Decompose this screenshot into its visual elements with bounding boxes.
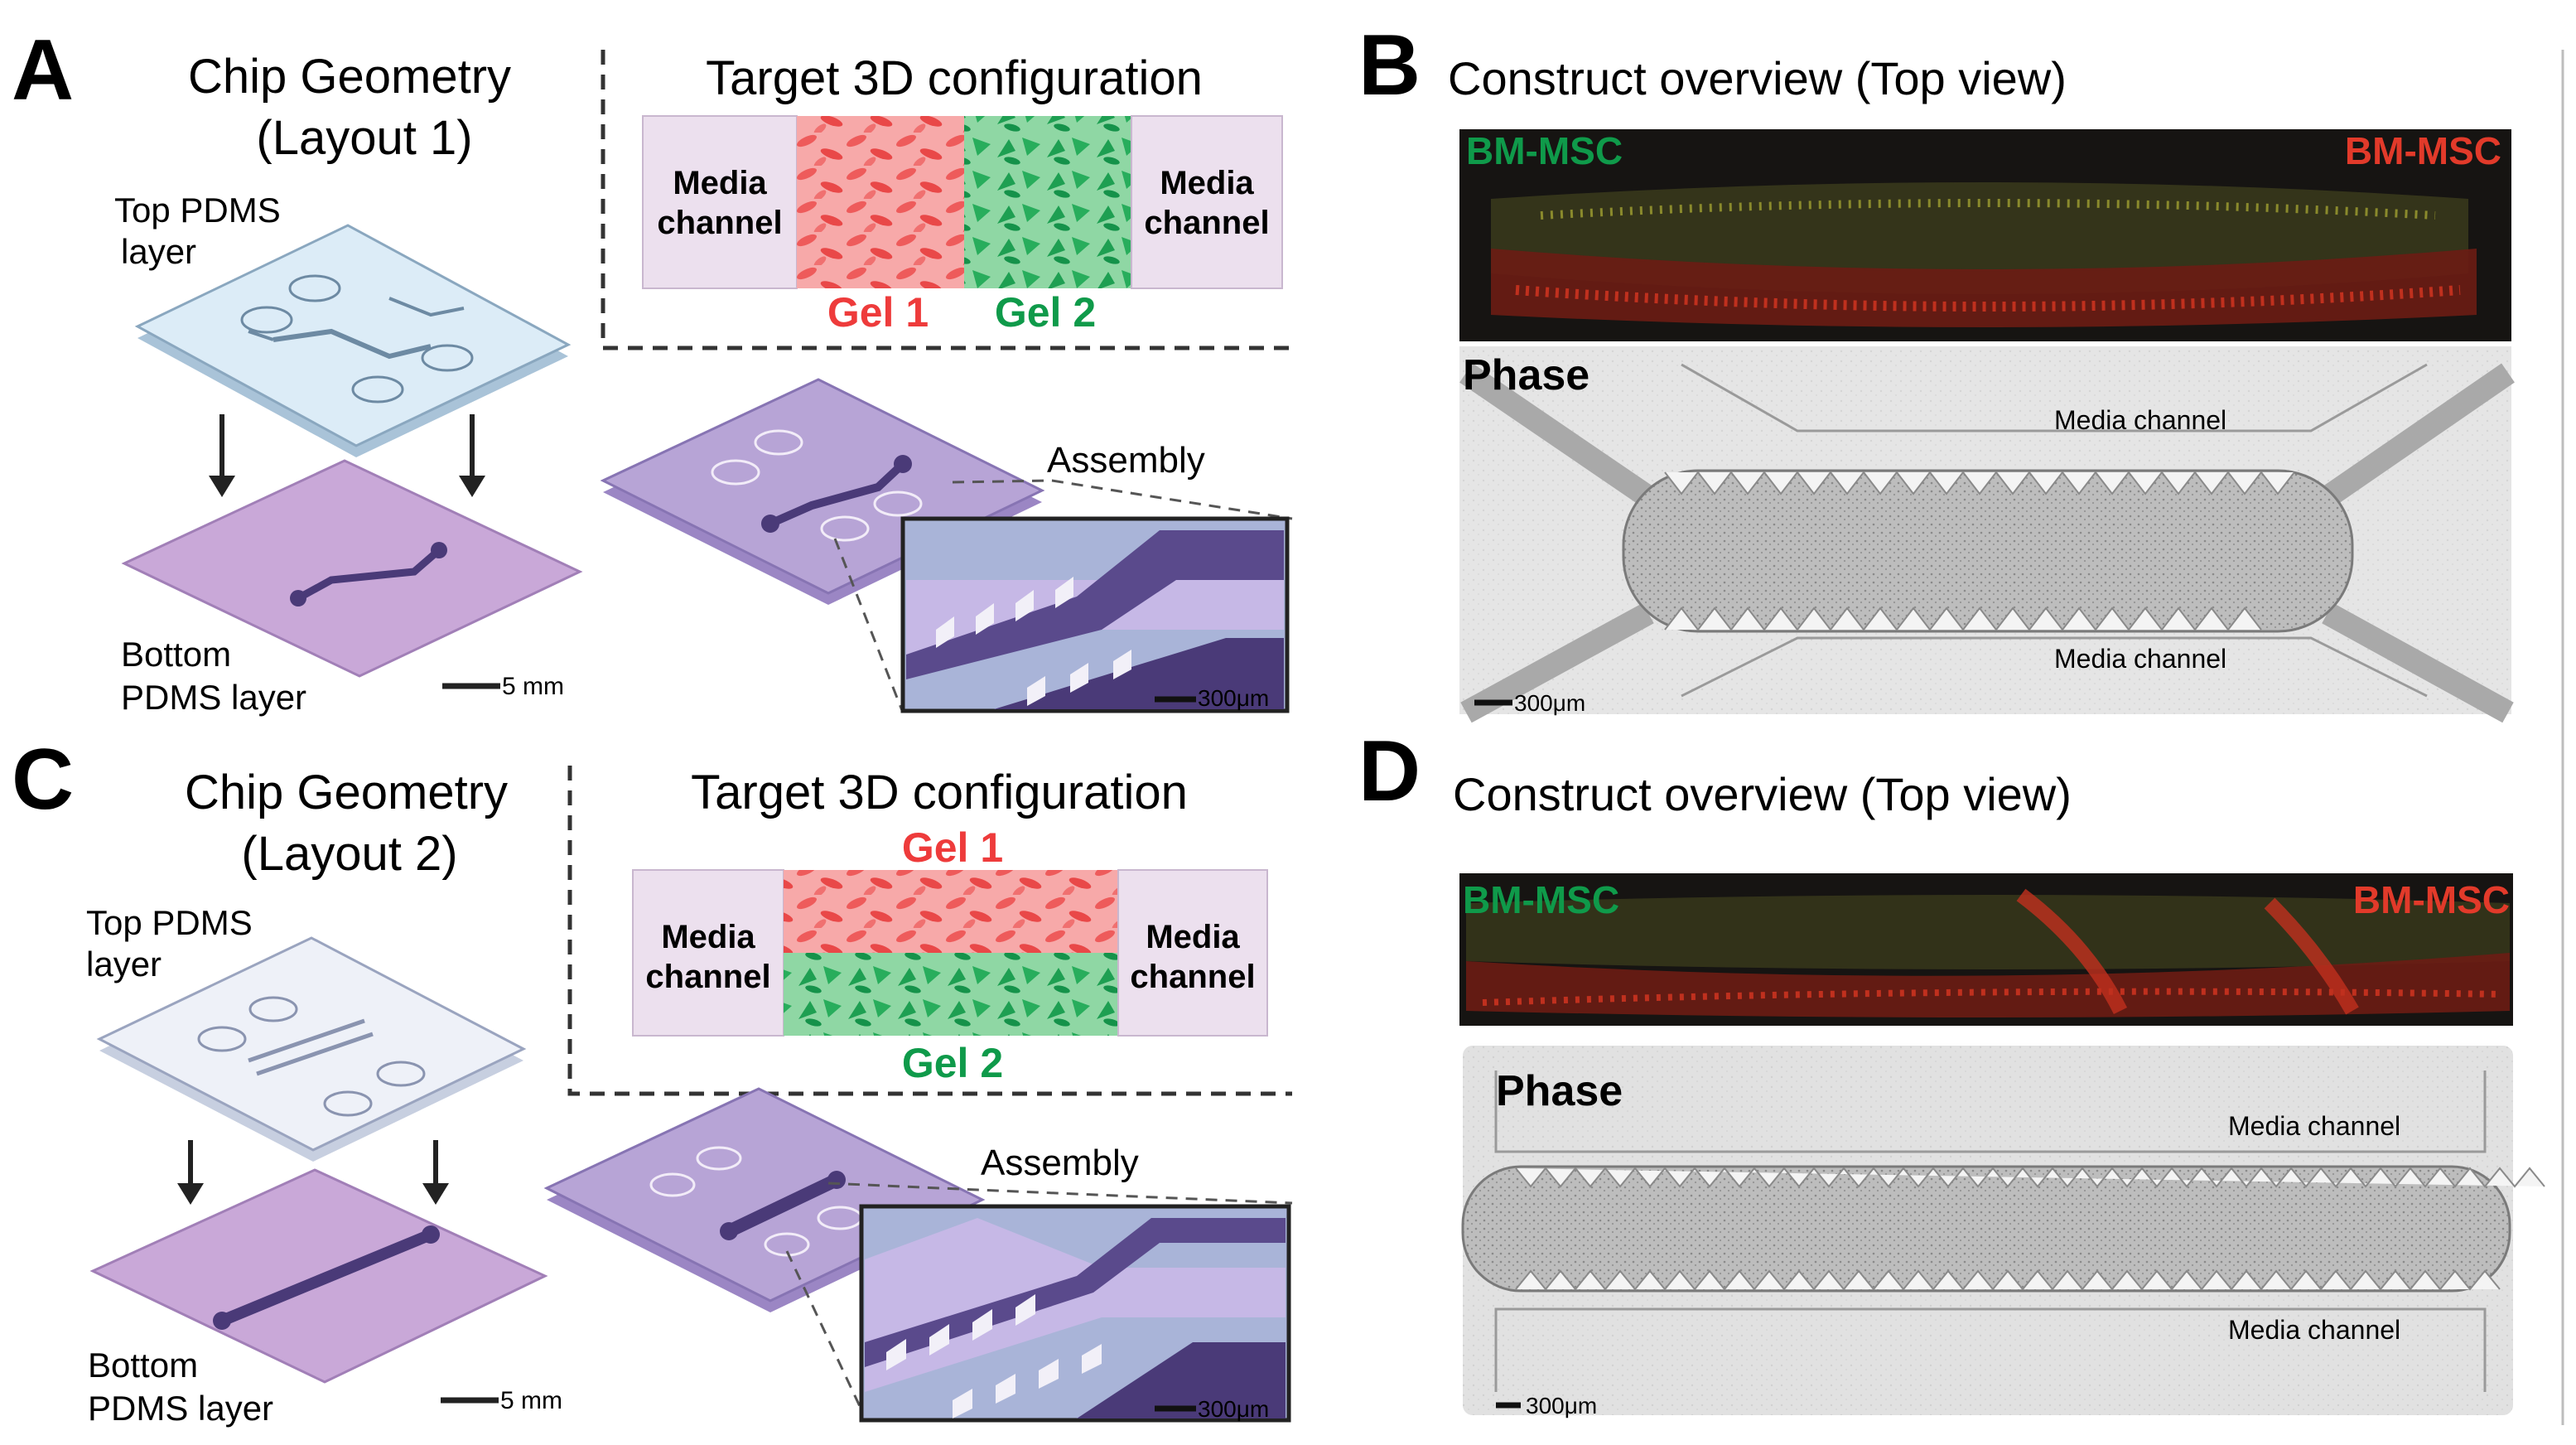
panel-a-bottom-pdms-layer [121, 459, 583, 678]
panel-d-title: Construct overview (Top view) [1453, 768, 2072, 820]
panel-c-title-line2: (Layout 2) [241, 827, 457, 881]
panel-b-phase-image [1459, 346, 2515, 723]
panel-a-media-right [1131, 115, 1283, 289]
panel-c-media-left [632, 869, 784, 1037]
panel-d-media-top: Media channel [2228, 1111, 2400, 1141]
panel-c-assembly-label: Assembly [981, 1143, 1139, 1183]
panel-d: D Construct overview (Top view) BM-MSC B… [1358, 723, 2545, 1418]
panel-c-dashed-border [567, 766, 1292, 1096]
panel-c-zoom-lines [785, 1182, 1293, 1418]
panel-d-label-green: BM-MSC [1463, 878, 1619, 921]
panel-c-zoom-inset [859, 1204, 1291, 1423]
panel-a-zoom-inset [900, 516, 1290, 713]
panel-d-media-bottom: Media channel [2228, 1315, 2400, 1345]
panel-c-letter: C [12, 732, 74, 828]
panel-a-assembly-label: Assembly [1047, 440, 1205, 481]
panel-a-title-line2: (Layout 1) [256, 111, 472, 165]
panel-b-scale-um-label: 300μm [1514, 690, 1585, 716]
panel-b-media-top: Media channel [2054, 405, 2226, 435]
panel-a-top-pdms-layer [134, 224, 572, 457]
panel-a: A Chip Geometry (Layout 1) Target 3D con… [12, 22, 1293, 717]
panel-a-gel1-region [797, 116, 964, 288]
panel-d-scale-um-label: 300μm [1526, 1393, 1597, 1418]
panel-d-letter: D [1358, 723, 1421, 819]
panel-a-gel2-region [964, 116, 1131, 288]
panel-a-media-right-line1: Media [1160, 165, 1254, 201]
panel-b-fluorescence-image [1459, 129, 2511, 341]
panel-a-gel1-label: Gel 1 [827, 289, 929, 336]
panel-a-letter: A [12, 22, 74, 118]
panel-a-zoom-lines [833, 479, 1293, 713]
panel-c: C Chip Geometry (Layout 2) Target 3D con… [12, 732, 1293, 1428]
panel-a-config-title: Target 3D configuration [706, 51, 1203, 105]
panel-d-phase-label: Phase [1496, 1067, 1623, 1115]
panel-b-letter: B [1358, 17, 1421, 114]
panel-a-bottom-layer-line1: Bottom [121, 635, 231, 674]
panel-a-bottom-layer-line2: PDMS layer [121, 678, 306, 717]
panel-c-gel1-region [784, 870, 1118, 953]
panel-a-top-layer-line1: Top PDMS [114, 191, 281, 230]
panel-d-label-red: BM-MSC [2353, 878, 2510, 921]
panel-a-dashed-border [601, 50, 1292, 350]
panel-c-gel2-region [784, 953, 1118, 1036]
panel-c-top-layer-line1: Top PDMS [86, 903, 253, 942]
panel-b-label-green: BM-MSC [1466, 129, 1623, 172]
panel-a-top-layer-line2: layer [121, 232, 196, 271]
panel-a-media-left-line2: channel [657, 205, 782, 241]
panel-c-media-right [1117, 869, 1268, 1037]
panel-c-media-right-line1: Media [1146, 919, 1240, 955]
panel-a-scale-um-label: 300μm [1198, 685, 1269, 711]
panel-c-config-title: Target 3D configuration [691, 766, 1188, 819]
panel-c-media-left-line1: Media [661, 919, 755, 955]
panel-b-media-bottom: Media channel [2054, 644, 2226, 674]
panel-c-gel1-label: Gel 1 [902, 824, 1003, 871]
panel-c-title-line1: Chip Geometry [185, 766, 508, 819]
panel-c-top-layer-line2: layer [86, 945, 162, 983]
panel-a-media-left [642, 115, 798, 289]
panel-c-bottom-layer-line1: Bottom [88, 1346, 198, 1385]
panel-d-fluorescence-image [1459, 873, 2513, 1026]
panel-a-scale-mm-label: 5 mm [502, 673, 564, 700]
panel-c-media-left-line2: channel [645, 959, 770, 995]
panel-a-media-left-line1: Media [673, 165, 767, 201]
panel-c-scale-mm-label: 5 mm [500, 1387, 562, 1414]
panel-d-phase-image [1461, 1046, 2545, 1415]
panel-a-gel2-label: Gel 2 [995, 289, 1096, 336]
panel-c-down-arrows [177, 1140, 449, 1205]
panel-a-media-right-line2: channel [1144, 205, 1269, 241]
panel-c-gel2-label: Gel 2 [902, 1040, 1003, 1086]
panel-c-scale-um-label: 300μm [1198, 1396, 1269, 1422]
panel-c-bottom-pdms-layer [89, 1168, 548, 1384]
panel-c-media-right-line2: channel [1130, 959, 1255, 995]
panel-a-down-arrows [209, 414, 485, 497]
panel-b-phase-label: Phase [1463, 351, 1589, 399]
panel-b: B Construct overview (Top view) BM-MSC B… [1358, 17, 2515, 723]
panel-c-top-pdms-layer [96, 936, 527, 1162]
panel-b-label-red: BM-MSC [2345, 129, 2501, 172]
panel-c-bottom-layer-line2: PDMS layer [88, 1389, 273, 1428]
panel-a-title-line1: Chip Geometry [188, 50, 511, 104]
panel-b-title: Construct overview (Top view) [1448, 52, 2067, 104]
